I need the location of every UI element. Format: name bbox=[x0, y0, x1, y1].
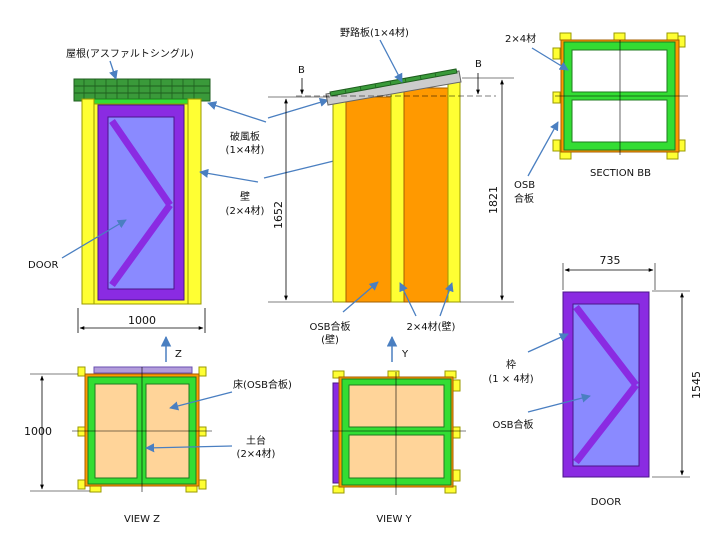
stud-wall-label: 2×4材(壁) bbox=[407, 320, 456, 333]
wall-label-2: (2×4材) bbox=[226, 204, 265, 217]
section-b-left: B bbox=[298, 65, 305, 76]
side-wall-height-dim: 1652 bbox=[272, 201, 285, 229]
fascia-label-1: 破風板 bbox=[230, 130, 260, 143]
roof-label: 屋根(アスファルトシングル) bbox=[66, 47, 194, 60]
wall-label-1: 壁 bbox=[240, 190, 250, 203]
frame-label-1: 枠 bbox=[506, 358, 516, 371]
side-view: 1652 1821 B B bbox=[268, 59, 514, 303]
view-z-arrow-label: Z bbox=[175, 349, 182, 360]
section-b-right: B bbox=[475, 59, 482, 70]
door-front-leader bbox=[61, 219, 127, 259]
floor-leader bbox=[169, 391, 233, 411]
fascia-leader-front bbox=[207, 101, 267, 123]
wall-leader-front bbox=[199, 168, 259, 183]
front-width-dim: 1000 bbox=[128, 314, 156, 327]
roof-leader bbox=[109, 60, 118, 80]
section-bb-view bbox=[552, 32, 688, 160]
door-osb-label: OSB合板 bbox=[492, 418, 533, 431]
front-post-left bbox=[81, 98, 95, 305]
frame-label-2: (1 × 4材) bbox=[488, 372, 533, 385]
stud-wall-leader-1 bbox=[399, 282, 417, 317]
view-z-title: VIEW Z bbox=[124, 514, 160, 525]
osb-wall-label-2: (壁) bbox=[321, 333, 339, 346]
view-y-floor bbox=[330, 370, 466, 495]
fascia-label-2: (1×4材) bbox=[226, 143, 265, 156]
door-height-dim: 1545 bbox=[690, 371, 703, 399]
fascia-leader-side bbox=[267, 97, 329, 119]
sill-label-2: (2×4材) bbox=[237, 447, 276, 460]
section-bb-title: SECTION BB bbox=[590, 168, 651, 179]
floor-label: 床(OSB合板) bbox=[233, 378, 292, 391]
view-y-title: VIEW Y bbox=[376, 514, 412, 525]
stud-wall-leader-2 bbox=[439, 282, 454, 317]
front-view: 1000 bbox=[73, 78, 211, 333]
door-osb-leader bbox=[527, 393, 591, 413]
osb-wall-label-1: OSB合板 bbox=[309, 320, 350, 333]
side-total-height-dim: 1821 bbox=[487, 186, 500, 214]
view-y-arrow-label: Y bbox=[401, 349, 409, 360]
bb-2x4-label: 2×4材 bbox=[505, 32, 536, 45]
bb-osb-leader bbox=[527, 121, 559, 177]
side-roof-shingles bbox=[329, 68, 458, 97]
door-width-dim: 735 bbox=[600, 254, 621, 267]
roof-sheathing-leader bbox=[379, 39, 403, 83]
wall-leader-side bbox=[263, 155, 347, 179]
door-detail-title: DOOR bbox=[591, 497, 621, 508]
bb-2x4-leader bbox=[531, 47, 569, 71]
floor-depth-dim: 1000 bbox=[24, 425, 52, 438]
door-front-label: DOOR bbox=[28, 260, 58, 271]
view-z-floor: 1000 bbox=[24, 366, 212, 493]
door-detail: 735 1545 bbox=[562, 254, 703, 478]
sill-leader bbox=[145, 443, 233, 453]
osb-wall-leader bbox=[342, 281, 379, 313]
roof-sheathing-label: 野路板(1×4材) bbox=[340, 26, 409, 39]
sill-label-1: 土台 bbox=[246, 434, 266, 447]
front-post-right bbox=[187, 98, 202, 305]
bb-osb-label-2: 合板 bbox=[514, 192, 534, 205]
front-door bbox=[97, 104, 185, 301]
frame-leader bbox=[527, 333, 569, 353]
bb-osb-label-1: OSB bbox=[514, 180, 535, 191]
